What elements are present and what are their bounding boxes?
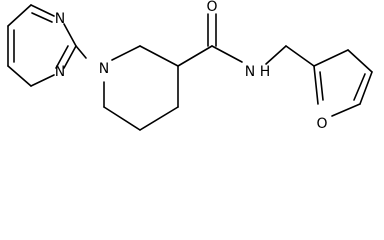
bond [177,45,213,67]
bond [55,45,69,69]
bond [31,12,53,23]
bond [313,65,319,105]
bond [7,4,32,27]
bond [265,45,287,65]
atom-n-pyrimidine-top: N [55,11,65,27]
bond [359,71,373,105]
bond [313,49,349,67]
bond [353,73,366,101]
atom-h-amide: H [260,64,271,80]
pyrimidine-ring [7,4,77,87]
atom-o-carbonyl: O [206,0,217,15]
bond [319,71,324,101]
bond [139,45,179,67]
bond [111,45,141,61]
bond [7,65,32,87]
bond [30,4,55,17]
atom-n-piperidine: N [99,61,109,77]
bond [75,45,87,59]
bond [285,45,315,67]
bond [63,23,77,47]
bond [63,45,77,69]
bond [347,49,373,73]
bond [211,45,243,63]
bond [30,74,55,87]
carboxamide-group [177,13,243,67]
bond [331,103,361,117]
atom-o-furan: O [316,116,327,132]
molecule-structure: N N N O N H O [7,0,373,132]
bond [103,106,141,131]
piperidine-ring [103,45,179,131]
furan-ring [313,49,373,117]
bond [139,106,179,131]
atom-n-amide: N [245,64,255,80]
atom-n-pyrimidine-bottom: N [55,64,65,80]
